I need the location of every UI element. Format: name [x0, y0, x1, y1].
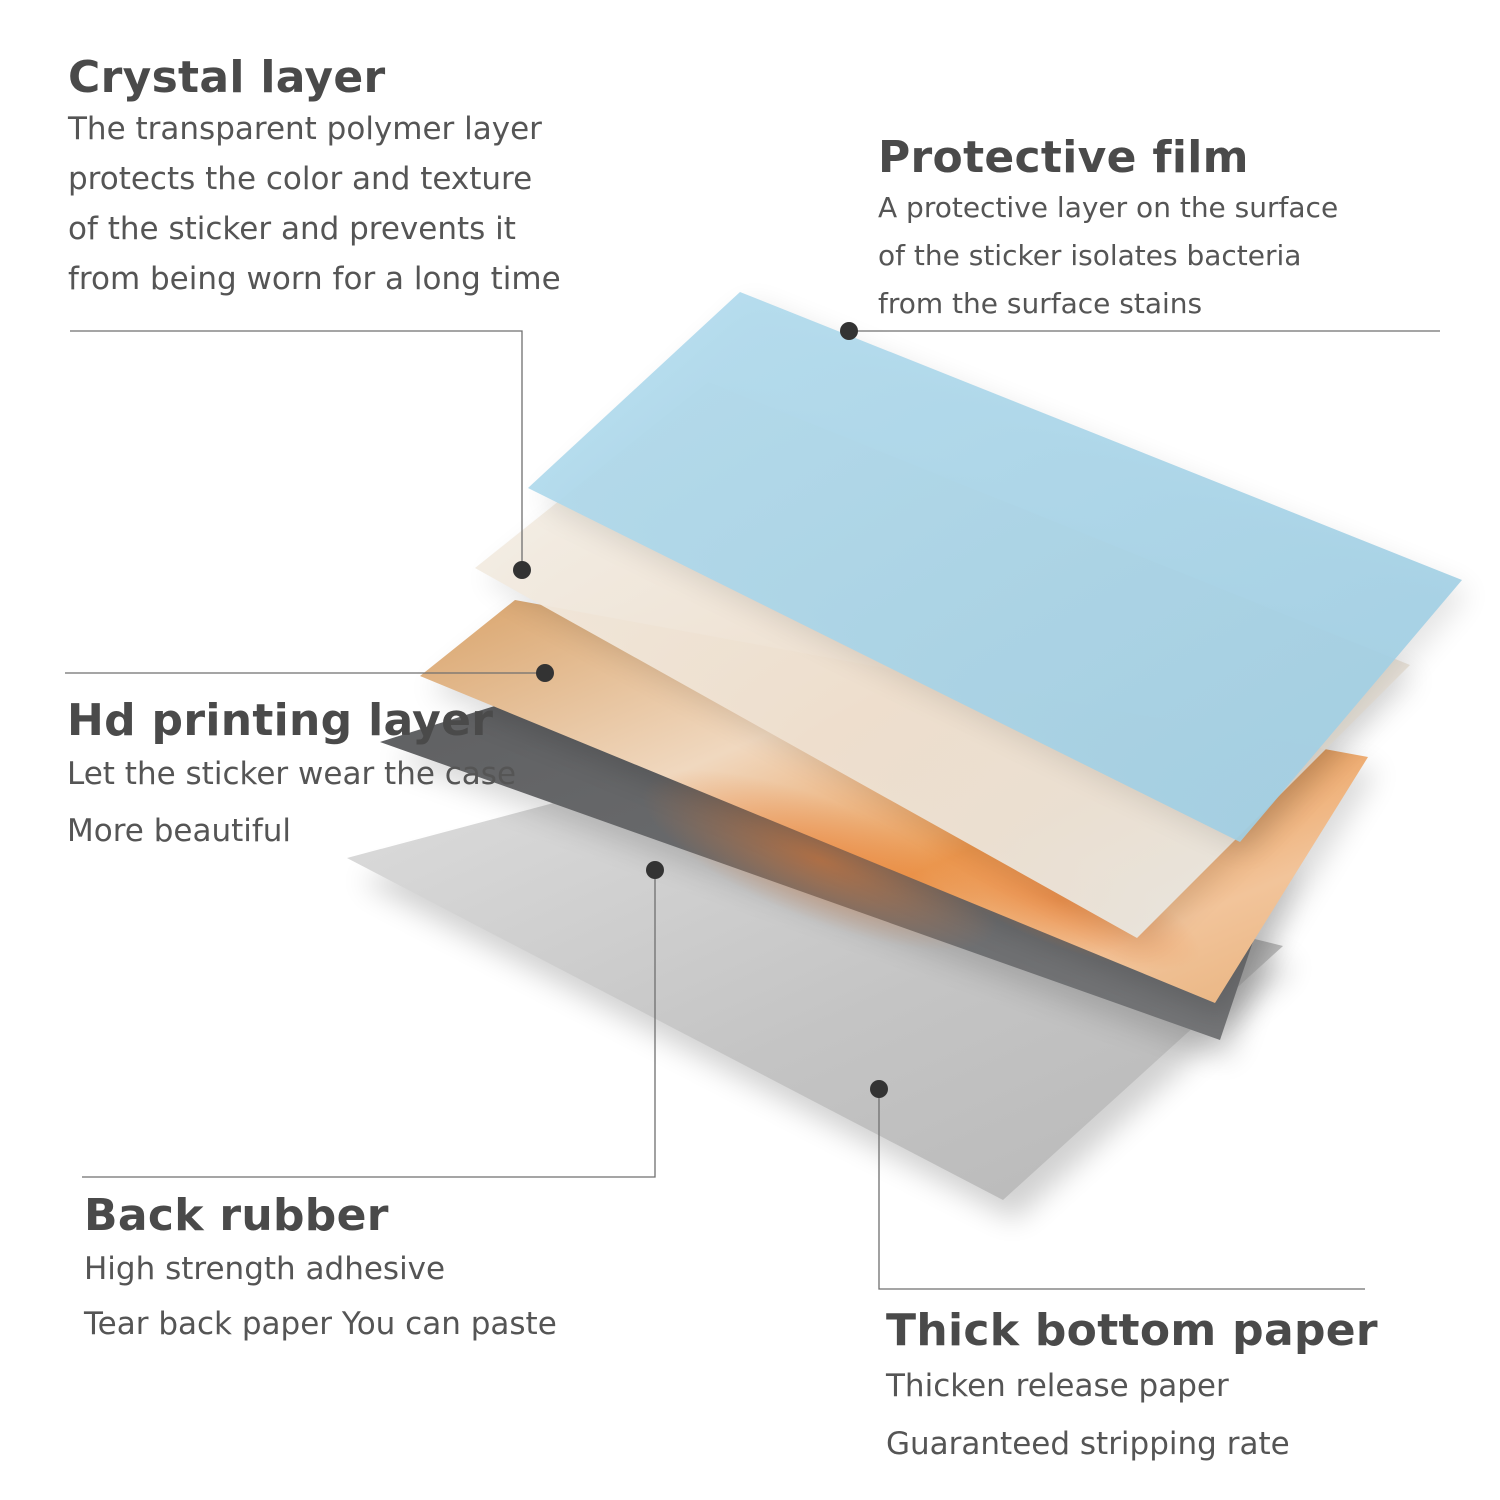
back-rubber-desc-line: High strength adhesive — [84, 1251, 446, 1287]
crystal-layer-desc-line: protects the color and texture — [68, 161, 533, 197]
marker-dots — [513, 322, 888, 1098]
film-sheet — [528, 292, 1462, 842]
layer-protective-film — [528, 292, 1470, 852]
thick-bottom-paper-title: Thick bottom paper — [886, 1305, 1378, 1356]
crystal-layer-desc-line: of the sticker and prevents it — [68, 211, 516, 247]
protective-film-desc-line: A protective layer on the surface — [878, 191, 1339, 224]
back-rubber-callout: Back rubber High strength adhesive Tear … — [84, 1190, 557, 1351]
crystal-layer-desc-line: from being worn for a long time — [68, 261, 561, 297]
protective-film-callout: Protective film A protective layer on th… — [878, 132, 1338, 327]
thick-marker-dot — [870, 1080, 888, 1098]
hd-printing-layer-desc-line: Let the sticker wear the case — [67, 756, 517, 792]
hd-printing-layer-callout: Hd printing layer Let the sticker wear t… — [67, 695, 516, 860]
crystal-leader-line — [70, 330, 523, 570]
back-rubber-desc-line: Tear back paper You can paste — [84, 1306, 557, 1342]
crystal-layer-callout: Crystal layer The transparent polymer la… — [68, 52, 561, 303]
thick-leader-line — [878, 1089, 1365, 1290]
hd-printing-layer-desc-line: More beautiful — [67, 813, 292, 849]
hd-printing-layer-title: Hd printing layer — [67, 695, 494, 746]
thick-bottom-paper-callout: Thick bottom paper Thicken release paper… — [886, 1305, 1378, 1472]
rubber-leader-line — [82, 870, 656, 1178]
thick-bottom-paper-desc-line: Thicken release paper — [886, 1368, 1229, 1404]
hd-marker-dot — [536, 664, 554, 682]
crystal-layer-title: Crystal layer — [68, 52, 386, 103]
protective-film-title: Protective film — [878, 132, 1249, 183]
printing-texture — [642, 769, 998, 951]
crystal-marker-dot — [513, 561, 531, 579]
bottom-paper-sheet — [347, 784, 1283, 1200]
protective-marker-dot — [840, 322, 858, 340]
back-rubber-title: Back rubber — [84, 1190, 389, 1241]
rubber-marker-dot — [646, 861, 664, 879]
thick-bottom-paper-desc-line: Guaranteed stripping rate — [886, 1426, 1290, 1462]
protective-film-desc-line: from the surface stains — [878, 287, 1203, 320]
leader-lines — [65, 330, 1440, 1290]
protective-film-desc-line: of the sticker isolates bacteria — [878, 239, 1302, 272]
crystal-layer-desc-line: The transparent polymer layer — [68, 111, 542, 147]
